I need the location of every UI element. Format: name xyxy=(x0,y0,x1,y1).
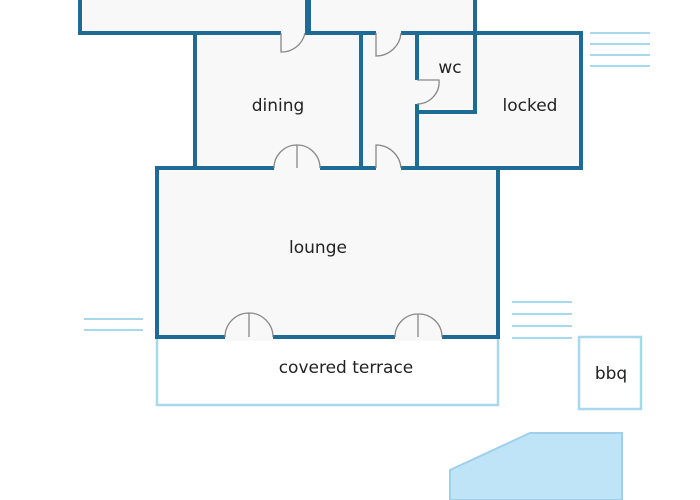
room-label-bbq: bbq xyxy=(595,364,627,384)
room-lounge xyxy=(155,166,500,339)
room-top-left xyxy=(78,0,309,35)
room-hallway xyxy=(359,31,419,170)
bbq-area xyxy=(577,335,643,411)
room-label-locked: locked xyxy=(503,96,558,116)
room-label-lounge: lounge xyxy=(289,238,347,258)
room-label-dining: dining xyxy=(252,96,305,116)
room-label-wc: wc xyxy=(438,58,461,78)
door-swings xyxy=(224,32,443,338)
hatch-lines-right-top xyxy=(590,32,650,67)
pool xyxy=(449,432,623,500)
hatch-lines-right-middle xyxy=(512,301,572,339)
room-top-right xyxy=(307,0,477,35)
room-wc xyxy=(415,31,477,114)
hatch-lines-left xyxy=(84,318,143,331)
room-label-covered-terrace: covered terrace xyxy=(279,358,414,378)
